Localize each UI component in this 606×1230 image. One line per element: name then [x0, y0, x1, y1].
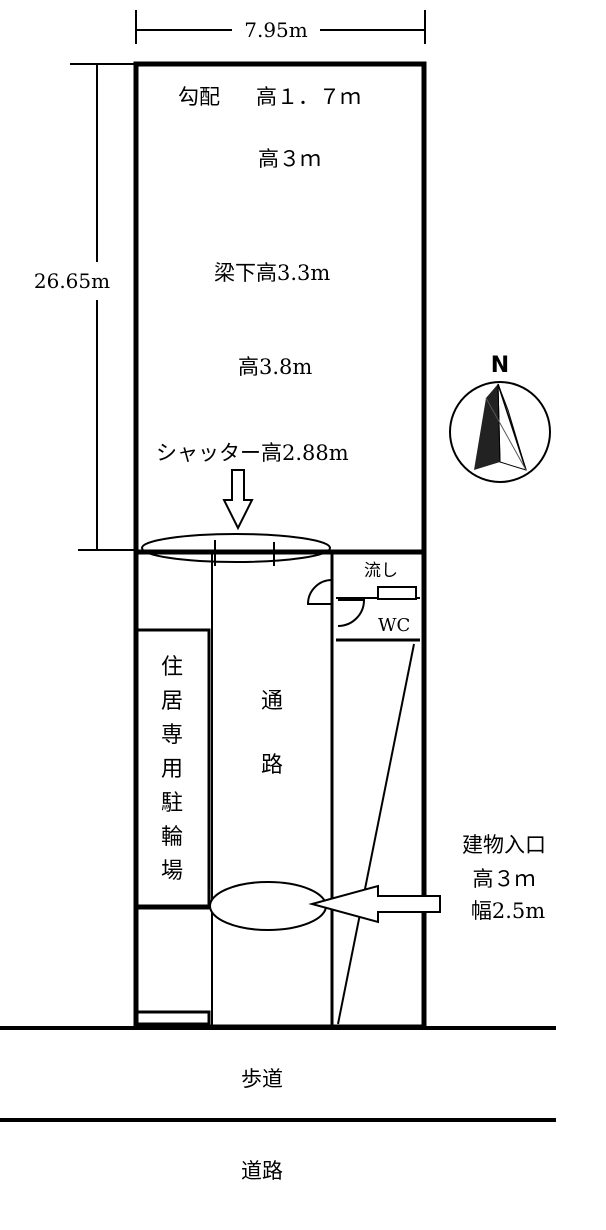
shutter-height-label: シャッター高2.88m — [156, 441, 349, 465]
height-3-label: 高３ｍ — [258, 147, 321, 171]
road-label: 道路 — [241, 1159, 283, 1183]
height-1-7-label: 高１．７ｍ — [256, 85, 361, 109]
entrance-width: 幅2.5m — [471, 899, 545, 923]
warehouse-labels: 勾配 高１．７ｍ 高３ｍ 梁下高3.3m 高3.8m シャッター高2.88m — [156, 85, 361, 465]
bike-char-5: 駐 — [161, 791, 183, 816]
sink-label: 流し — [364, 561, 398, 581]
bike-char-2: 居 — [161, 689, 183, 714]
width-dimension: 7.95m — [135, 10, 426, 44]
beam-height-label: 梁下高3.3m — [214, 261, 330, 285]
entrance-ellipse — [209, 881, 327, 931]
bike-char-3: 専 — [161, 723, 183, 748]
shutter-ellipse — [141, 533, 331, 563]
wc-label: WC — [378, 615, 410, 636]
north-label: N — [491, 353, 509, 378]
north-compass-icon: N — [449, 353, 551, 483]
bike-char-4: 用 — [161, 757, 183, 782]
height-3-8-label: 高3.8m — [238, 355, 312, 379]
door-swing-icon — [306, 579, 333, 605]
wc-room: 流し WC — [336, 561, 420, 642]
sidewalk-label: 歩道 — [241, 1067, 283, 1091]
sink-icon — [377, 586, 417, 600]
entrance-height: 高３ｍ — [473, 867, 536, 891]
corridor-char-1: 通 — [261, 689, 283, 714]
shutter-arrow — [222, 469, 254, 531]
bike-char-6: 輪 — [161, 825, 183, 850]
depth-label: 26.65m — [34, 269, 110, 293]
entrance-arrow — [308, 884, 441, 924]
depth-dimension: 26.65m — [34, 63, 136, 551]
corridor-char-2: 路 — [261, 753, 283, 778]
right-space-diagonal — [337, 643, 415, 1025]
width-label: 7.95m — [244, 18, 308, 42]
slope-label: 勾配 — [178, 85, 220, 109]
bike-char-7: 場 — [161, 859, 183, 884]
bike-char-1: 住 — [161, 655, 183, 680]
entrance-title: 建物入口 — [462, 833, 546, 857]
wc-door-swing-icon — [337, 599, 366, 627]
bike-parking: 住 居 専 用 駐 輪 場 — [135, 628, 212, 1026]
